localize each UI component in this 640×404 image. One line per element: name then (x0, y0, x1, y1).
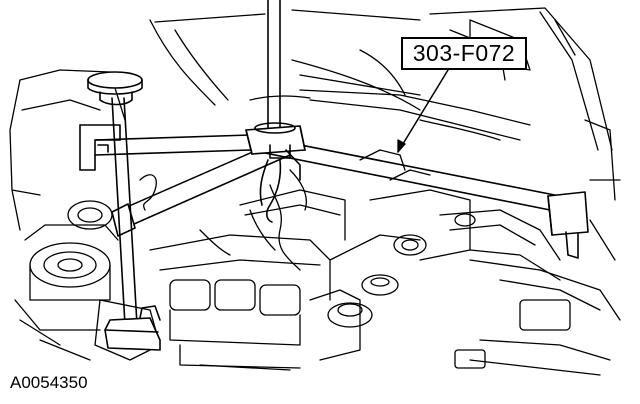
leader-arrow (397, 69, 449, 153)
support-bar-tool (79, 0, 589, 351)
right-components (454, 119, 621, 376)
left-strut-tower (14, 200, 119, 346)
left-fender (9, 69, 126, 231)
engine-block (149, 189, 421, 369)
tool-callout-label: 303-F072 (401, 37, 527, 70)
hood-outline (149, 7, 613, 151)
intake-manifold (359, 149, 561, 281)
wiring (139, 169, 307, 271)
figure-id: A0054350 (10, 373, 88, 392)
cowl-area (249, 89, 531, 141)
lower-left-area (39, 299, 291, 371)
